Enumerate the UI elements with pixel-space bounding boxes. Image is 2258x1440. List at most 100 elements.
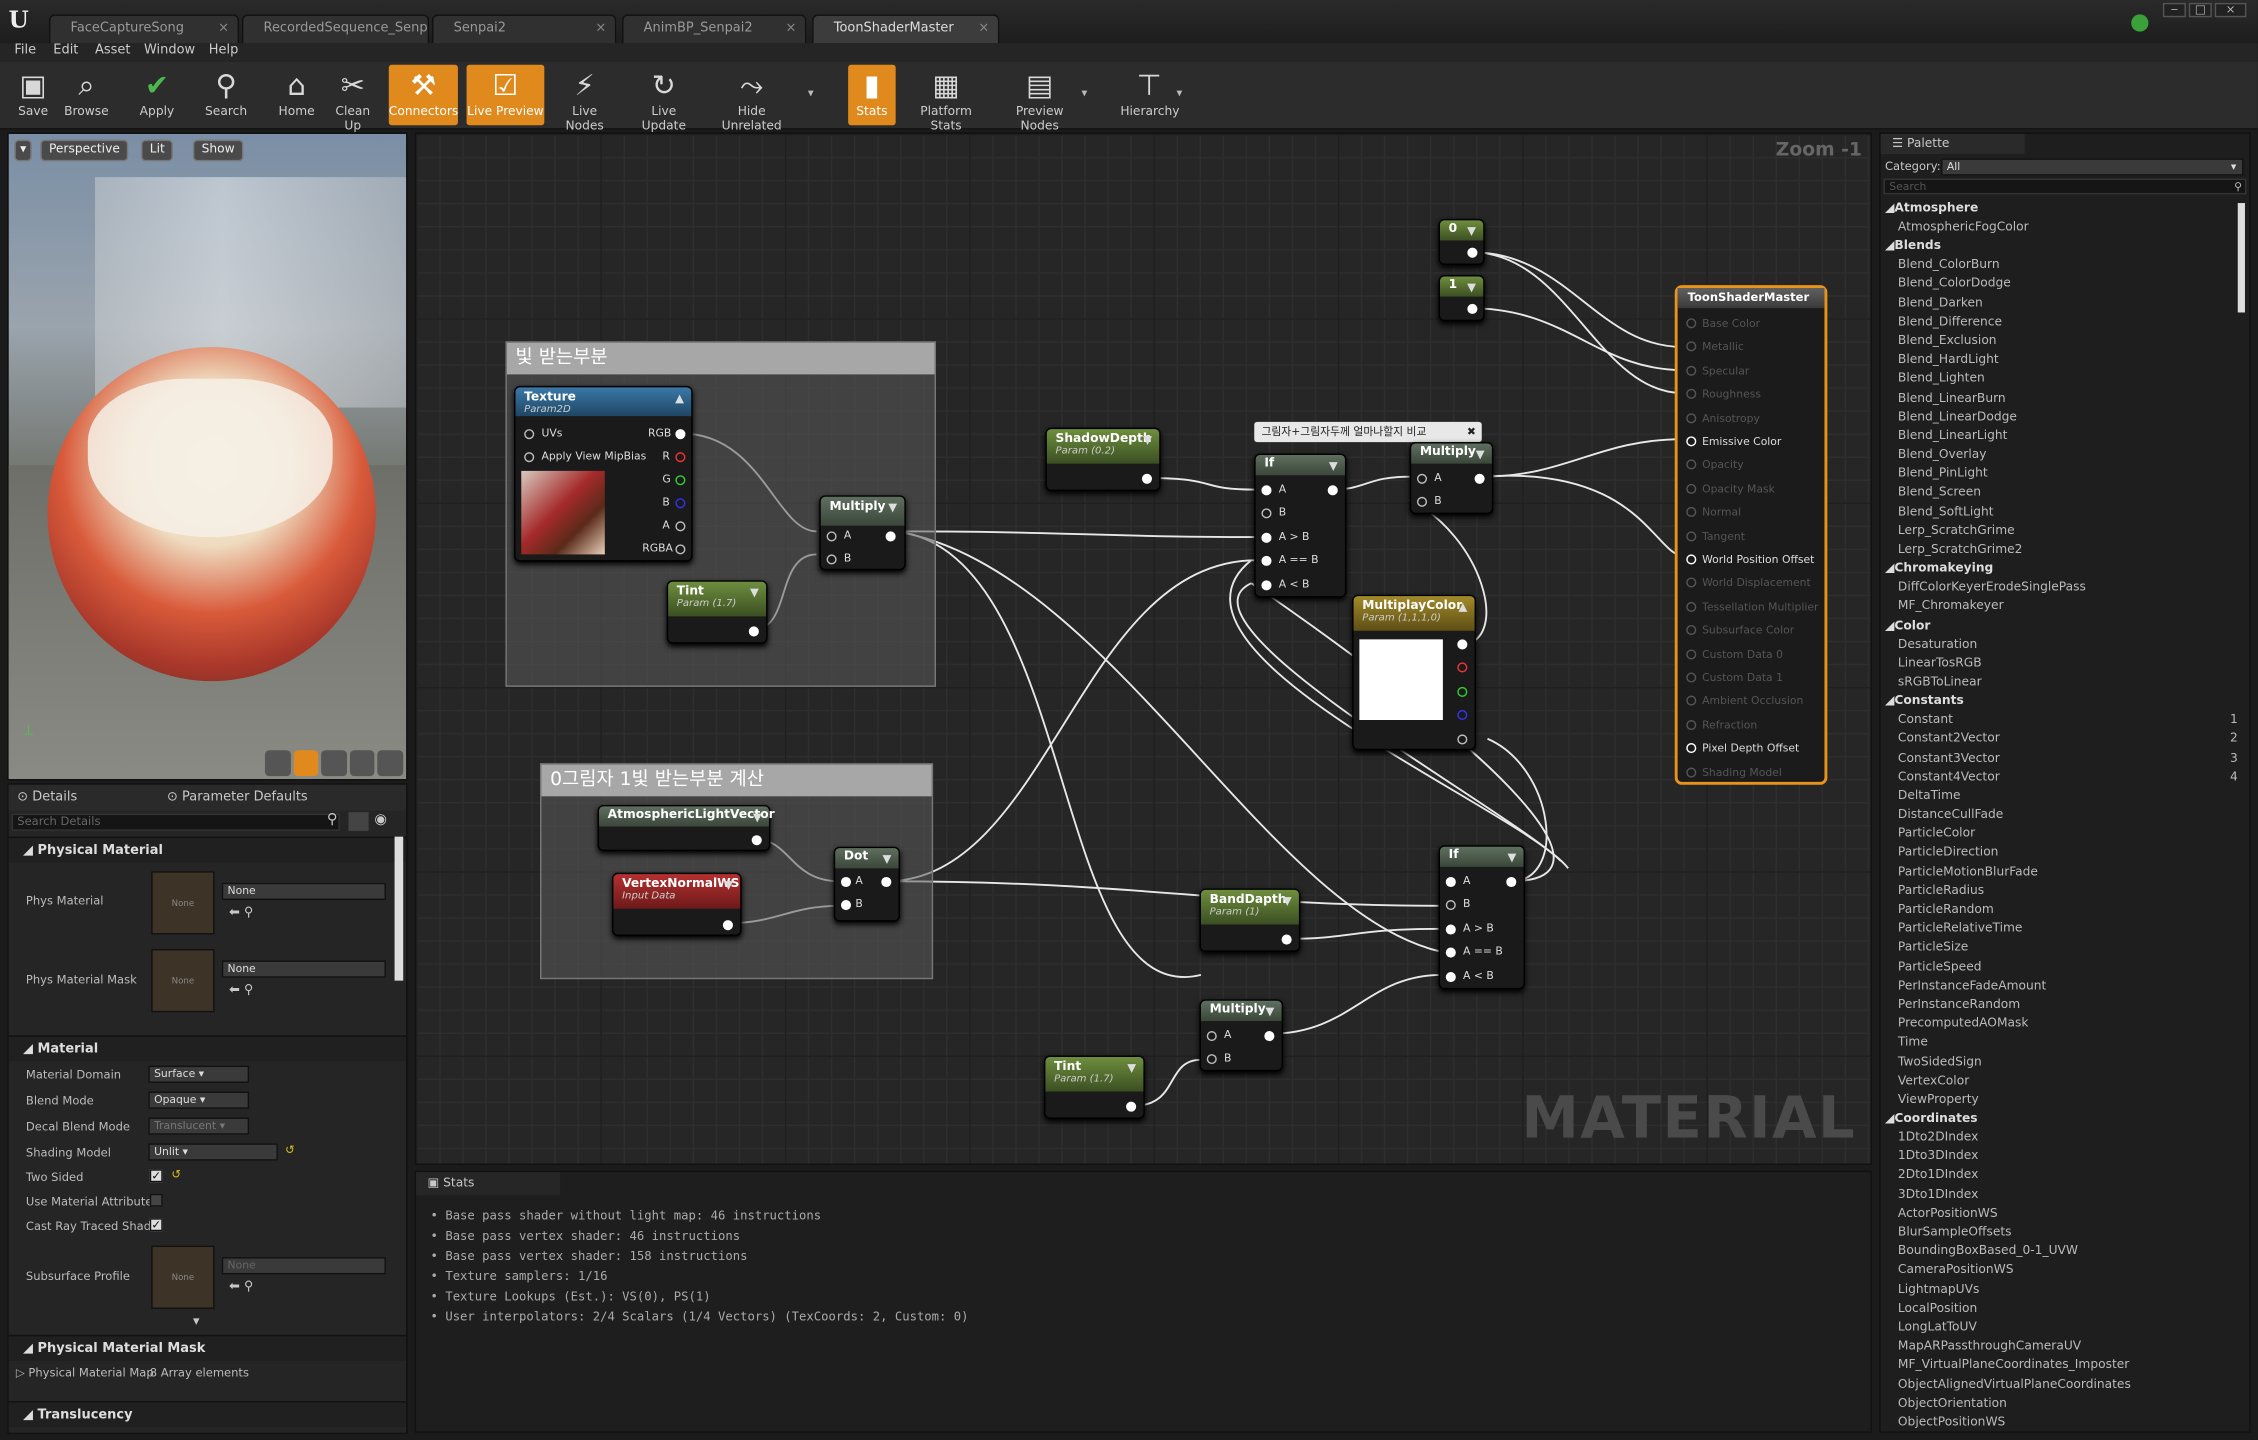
palette-item[interactable]: Time xyxy=(1897,1035,1928,1051)
pin-a-gt-b[interactable] xyxy=(1261,532,1272,543)
tab-details[interactable]: ⊙ Details xyxy=(17,790,78,805)
palette-item[interactable]: Blend_ColorBurn xyxy=(1897,258,2000,273)
master-pin[interactable]: Tessellation Multiplier xyxy=(1686,600,1818,613)
palette-item[interactable]: ParticleMotionBlurFade xyxy=(1897,864,2038,880)
close-icon[interactable]: × xyxy=(978,21,990,36)
hide-unrelated-button[interactable]: ⤳Hide Unrelated xyxy=(721,67,782,134)
phys-material-thumbnail[interactable]: None xyxy=(151,871,215,935)
pin-a[interactable] xyxy=(840,876,852,888)
close-icon[interactable]: × xyxy=(595,21,607,36)
pin-a-eq-b[interactable] xyxy=(1445,947,1456,958)
palette-item[interactable]: BoundingBoxBased_0-1_UVW xyxy=(1897,1244,2079,1259)
material-graph[interactable]: Zoom -1 MATERIAL xyxy=(414,132,1873,1165)
clean-up-button[interactable]: ✂Clean Up xyxy=(335,67,371,134)
palette-search-input[interactable]: Search⚲ xyxy=(1883,178,2247,195)
palette-item[interactable]: PerInstanceRandom xyxy=(1897,997,2021,1013)
pin-out[interactable] xyxy=(1474,473,1485,484)
palette-item[interactable]: ObjectAlignedVirtualPlaneCoordinates xyxy=(1897,1377,2131,1392)
palette-item[interactable]: Lerp_ScratchGrime2 xyxy=(1897,542,2023,558)
expand-chevron-icon[interactable]: ▾ xyxy=(192,1314,200,1330)
lit-button[interactable]: Lit xyxy=(141,139,174,162)
palette-item[interactable]: ViewProperty xyxy=(1897,1092,1979,1108)
collapse-icon[interactable]: ▼ xyxy=(1467,280,1476,294)
apply-button[interactable]: ✔Apply xyxy=(139,67,175,120)
connectors-button[interactable]: ⚒Connectors xyxy=(388,64,458,126)
pin-out[interactable] xyxy=(751,835,762,846)
view-options-icon[interactable] xyxy=(348,812,369,831)
home-button[interactable]: ⌂Home xyxy=(278,67,315,120)
palette-item[interactable]: Blend_Darken xyxy=(1897,296,1983,311)
search-button[interactable]: ⚲Search xyxy=(205,67,248,120)
collapse-icon[interactable]: ▲ xyxy=(1458,600,1468,614)
multiply-node[interactable]: Multiply▼ A B xyxy=(819,495,906,571)
chevron-down-icon[interactable]: ▾ xyxy=(807,86,814,100)
pin-out[interactable] xyxy=(885,531,896,542)
tab-parameter-defaults[interactable]: ⊙ Parameter Defaults xyxy=(167,790,308,805)
menu-edit[interactable]: Edit xyxy=(53,43,79,58)
pin-out[interactable] xyxy=(881,876,892,888)
collapse-icon[interactable]: ▼ xyxy=(1282,894,1292,908)
tab-stats[interactable]: ▣ Stats xyxy=(416,1172,561,1196)
palette-item[interactable]: Blend_LinearBurn xyxy=(1897,390,2006,406)
tab-animbp-senpai2[interactable]: AnimBP_Senpai2× xyxy=(622,14,807,44)
pin-out[interactable] xyxy=(1467,303,1478,314)
palette-item[interactable]: AtmosphericFogColor xyxy=(1897,220,2029,235)
collapse-icon[interactable]: ▼ xyxy=(1467,224,1476,238)
palette-item[interactable]: ObjectOrientation xyxy=(1897,1396,2007,1411)
palette-item[interactable]: LinearTosRGB xyxy=(1897,656,1982,671)
use-material-attributes-checkbox[interactable] xyxy=(149,1193,163,1207)
palette-item[interactable]: ParticleSpeed xyxy=(1897,959,1982,975)
master-pin[interactable]: World Position Offset xyxy=(1686,553,1814,566)
chevron-down-icon[interactable]: ▾ xyxy=(1176,86,1183,100)
two-sided-checkbox[interactable]: ✓ xyxy=(149,1169,163,1183)
tab-palette[interactable]: ☰ Palette xyxy=(1880,133,2025,155)
blend-mode-dropdown[interactable]: Opaque ▾ xyxy=(148,1091,250,1109)
palette-item[interactable]: Blend_ColorDodge xyxy=(1897,277,2011,292)
close-window-button[interactable]: × xyxy=(2214,2,2247,18)
collapse-icon[interactable]: ▼ xyxy=(1475,447,1485,461)
live-preview-button[interactable]: ☑Live Preview xyxy=(466,64,545,126)
pin-out[interactable] xyxy=(1467,247,1478,258)
palette-item[interactable]: CameraPositionWS xyxy=(1897,1263,2014,1278)
master-pin[interactable]: Subsurface Color xyxy=(1686,624,1794,637)
use-selected-arrow-icon[interactable]: ⬅ ⚲ xyxy=(228,905,254,921)
show-button[interactable]: Show xyxy=(192,139,244,162)
decal-blend-mode-dropdown[interactable]: Translucent ▾ xyxy=(148,1117,250,1135)
category-dropdown[interactable]: All▾ xyxy=(1941,158,2244,176)
if-comment-bubble[interactable]: 그림자+그림자두께 얼마나할지 비교 ✖ xyxy=(1254,421,1482,443)
hierarchy-button[interactable]: ⊤Hierarchy xyxy=(1120,67,1180,120)
pin-b[interactable] xyxy=(1206,1054,1217,1065)
if-node[interactable]: If▼ A B A > B A == B A < B xyxy=(1254,453,1347,598)
pin-out-g[interactable] xyxy=(675,475,686,486)
palette-item[interactable]: Blend_Screen xyxy=(1897,485,1981,501)
master-pin[interactable]: Shading Model xyxy=(1686,765,1782,778)
pin-a-gt-b[interactable] xyxy=(1445,924,1456,935)
if-node[interactable]: If▼ A B A > B A == B A < B xyxy=(1438,845,1525,990)
master-pin[interactable]: Custom Data 0 xyxy=(1686,647,1783,660)
mesh-shape-button[interactable] xyxy=(377,750,404,777)
pin-a-lt-b[interactable] xyxy=(1445,972,1456,983)
pin-out[interactable] xyxy=(1141,473,1152,484)
maximize-button[interactable]: □ xyxy=(2188,2,2212,18)
multiply-node[interactable]: Multiply▼ A B xyxy=(1199,999,1284,1072)
palette-item[interactable]: Blend_Exclusion xyxy=(1897,333,1997,349)
pin-out[interactable] xyxy=(1506,876,1517,888)
palette-category[interactable]: ◢Blends xyxy=(1884,239,1941,254)
close-icon[interactable]: ✖ xyxy=(1466,424,1476,438)
palette-item[interactable]: ObjectPositionWS xyxy=(1897,1415,2006,1430)
palette-category[interactable]: ◢Chromakeying xyxy=(1884,561,1994,577)
palette-item[interactable]: Blend_Difference xyxy=(1897,315,2003,330)
multiply-node[interactable]: Multiply▼ A B xyxy=(1409,442,1494,515)
dot-product-node[interactable]: Dot▼ A B xyxy=(833,846,901,922)
save-button[interactable]: ▣Save xyxy=(9,65,58,125)
palette-item[interactable]: sRGBToLinear xyxy=(1897,675,1982,690)
close-icon[interactable]: × xyxy=(218,21,229,36)
pin-out[interactable] xyxy=(1264,1031,1275,1042)
palette-item[interactable]: ParticleRadius xyxy=(1897,883,1985,899)
